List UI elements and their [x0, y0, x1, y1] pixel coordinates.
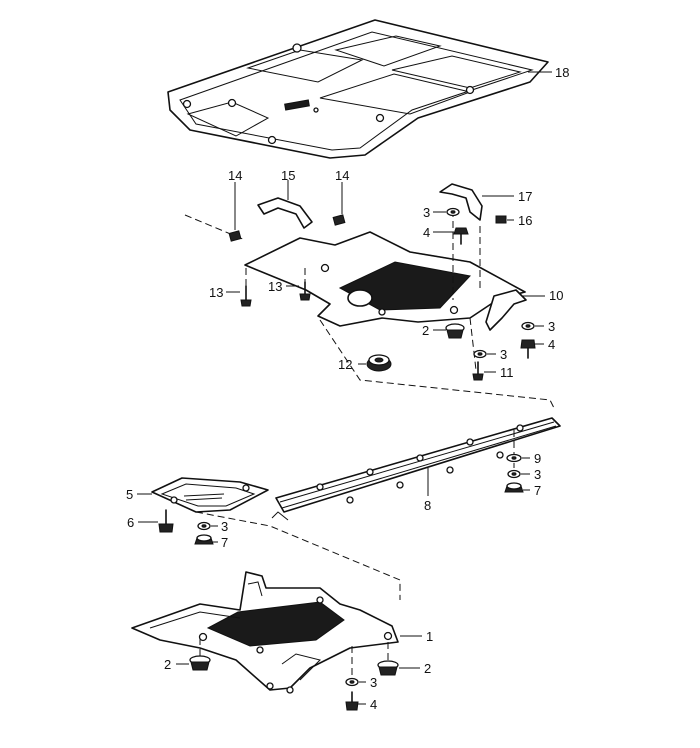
nut-2-left — [176, 655, 211, 671]
callout-3-top: 3 — [423, 205, 430, 220]
callout-16: 16 — [518, 213, 532, 228]
underbody-shield-1 — [131, 571, 422, 694]
washer-3-lower-right — [507, 469, 530, 479]
nut-2-middle — [433, 323, 465, 339]
nut-7-right — [504, 482, 530, 493]
callout-2-right: 2 — [424, 661, 431, 676]
callout-3-bottom: 3 — [370, 675, 377, 690]
callout-12: 12 — [338, 357, 352, 372]
washer-3-left — [197, 521, 218, 531]
washer-3-right — [521, 321, 544, 331]
plate-5 — [137, 477, 269, 513]
callout-6: 6 — [127, 515, 134, 530]
callout-2-left: 2 — [164, 657, 171, 672]
washer-9 — [506, 453, 530, 463]
washer-3-top — [433, 207, 460, 217]
clip-14-right — [332, 182, 346, 226]
bolt-4-right — [520, 339, 544, 359]
callout-4-right: 4 — [548, 337, 555, 352]
callout-14-left: 14 — [228, 168, 242, 183]
screw-13-left — [226, 285, 252, 307]
screw-11 — [472, 361, 496, 381]
nut-2-right — [377, 660, 420, 676]
callout-5: 5 — [126, 487, 133, 502]
callout-1: 1 — [426, 629, 433, 644]
middle-shield-assembly — [184, 214, 527, 327]
callout-3-right: 3 — [548, 319, 555, 334]
bolt-4-top — [433, 227, 469, 245]
grommet-12 — [358, 354, 392, 372]
strip-8 — [271, 417, 561, 521]
bracket-10 — [485, 289, 545, 331]
clip-nut-16 — [495, 215, 514, 224]
callout-4-bottom: 4 — [370, 697, 377, 712]
callout-11: 11 — [500, 365, 514, 380]
bolt-6 — [138, 509, 174, 533]
screw-13-right — [286, 281, 311, 301]
callout-3-center: 3 — [500, 347, 507, 362]
callout-3-lower-right: 3 — [534, 467, 541, 482]
callout-17: 17 — [518, 189, 532, 204]
callout-9: 9 — [534, 451, 541, 466]
callout-4-top: 4 — [423, 225, 430, 240]
callout-2-middle: 2 — [422, 323, 429, 338]
callout-15: 15 — [281, 168, 295, 183]
callout-3-left: 3 — [221, 519, 228, 534]
bolt-4-bottom — [345, 691, 366, 711]
bracket-15 — [257, 180, 313, 229]
callout-labels: 18 14 15 14 17 3 16 4 10 13 13 2 3 3 4 1… — [126, 65, 569, 712]
washer-3-bottom — [345, 677, 366, 687]
callout-14-right: 14 — [335, 168, 349, 183]
clip-14-left — [228, 182, 242, 242]
cover-panel-18 — [167, 19, 552, 159]
alignment-lines — [195, 210, 556, 690]
callout-13-left: 13 — [209, 285, 223, 300]
callout-13-right: 13 — [268, 279, 282, 294]
callout-7-left: 7 — [221, 535, 228, 550]
washer-3-center — [473, 349, 496, 359]
callout-10: 10 — [549, 288, 563, 303]
nut-7-left — [194, 534, 218, 545]
callout-8: 8 — [424, 498, 431, 513]
bracket-17 — [439, 183, 514, 221]
callout-18: 18 — [555, 65, 569, 80]
callout-7-right: 7 — [534, 483, 541, 498]
